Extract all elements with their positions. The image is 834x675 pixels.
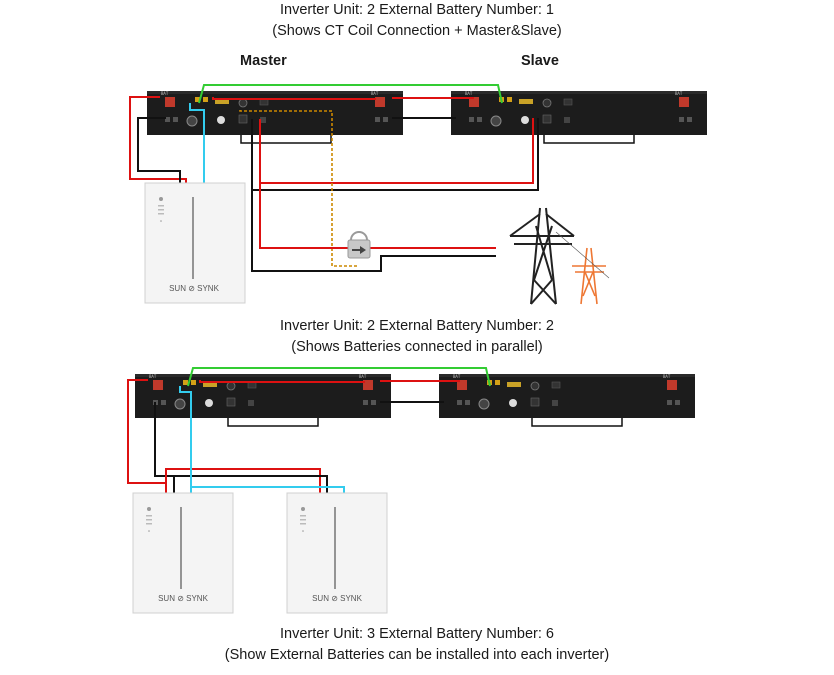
caption-line-2: (Shows Batteries connected in parallel) bbox=[291, 339, 543, 355]
small-pylon-icon bbox=[555, 231, 610, 305]
battery-neg-cable bbox=[137, 117, 181, 183]
caption-diagram-2: Inverter Unit: 2 External Battery Number… bbox=[0, 316, 834, 358]
power-pylon-icon bbox=[509, 207, 575, 305]
caption-line-2: (Show External Batteries can be installe… bbox=[224, 647, 610, 663]
battery-pos-cable bbox=[129, 96, 187, 183]
ct-coil-line bbox=[239, 110, 359, 267]
caption-line-1: Inverter Unit: 2 External Battery Number… bbox=[280, 2, 554, 18]
master-inverter-2 bbox=[134, 373, 392, 419]
caption-line-1: Inverter Unit: 2 External Battery Number… bbox=[280, 318, 554, 334]
comm-cable bbox=[198, 84, 503, 104]
caption-diagram-3: Inverter Unit: 3 External Battery Number… bbox=[0, 624, 834, 666]
battery-brand: SUN ⊘ SYNK bbox=[312, 594, 362, 603]
caption-diagram-1: Inverter Unit: 2 External Battery Number… bbox=[0, 0, 834, 42]
battery-brand: SUN ⊘ SYNK bbox=[169, 284, 219, 293]
ct-coil-icon bbox=[347, 231, 371, 259]
caption-line-2: (Shows CT Coil Connection + Master&Slave… bbox=[272, 23, 562, 39]
master-label: Master bbox=[240, 53, 287, 69]
diagram-2: SUN ⊘ SYNK SUN ⊘ SYNK bbox=[127, 367, 696, 614]
ct-cable bbox=[189, 103, 205, 183]
parallel-pos-cable bbox=[212, 97, 376, 100]
caption-line-1: Inverter Unit: 3 External Battery Number… bbox=[280, 626, 554, 642]
slave-label: Slave bbox=[521, 53, 559, 69]
slave-inverter-2 bbox=[438, 373, 696, 419]
slave-inverter bbox=[450, 90, 708, 136]
battery-brand: SUN ⊘ SYNK bbox=[158, 594, 208, 603]
master-inverter bbox=[146, 90, 404, 136]
diagram-1: SUN ⊘ SYNK bbox=[129, 84, 708, 305]
